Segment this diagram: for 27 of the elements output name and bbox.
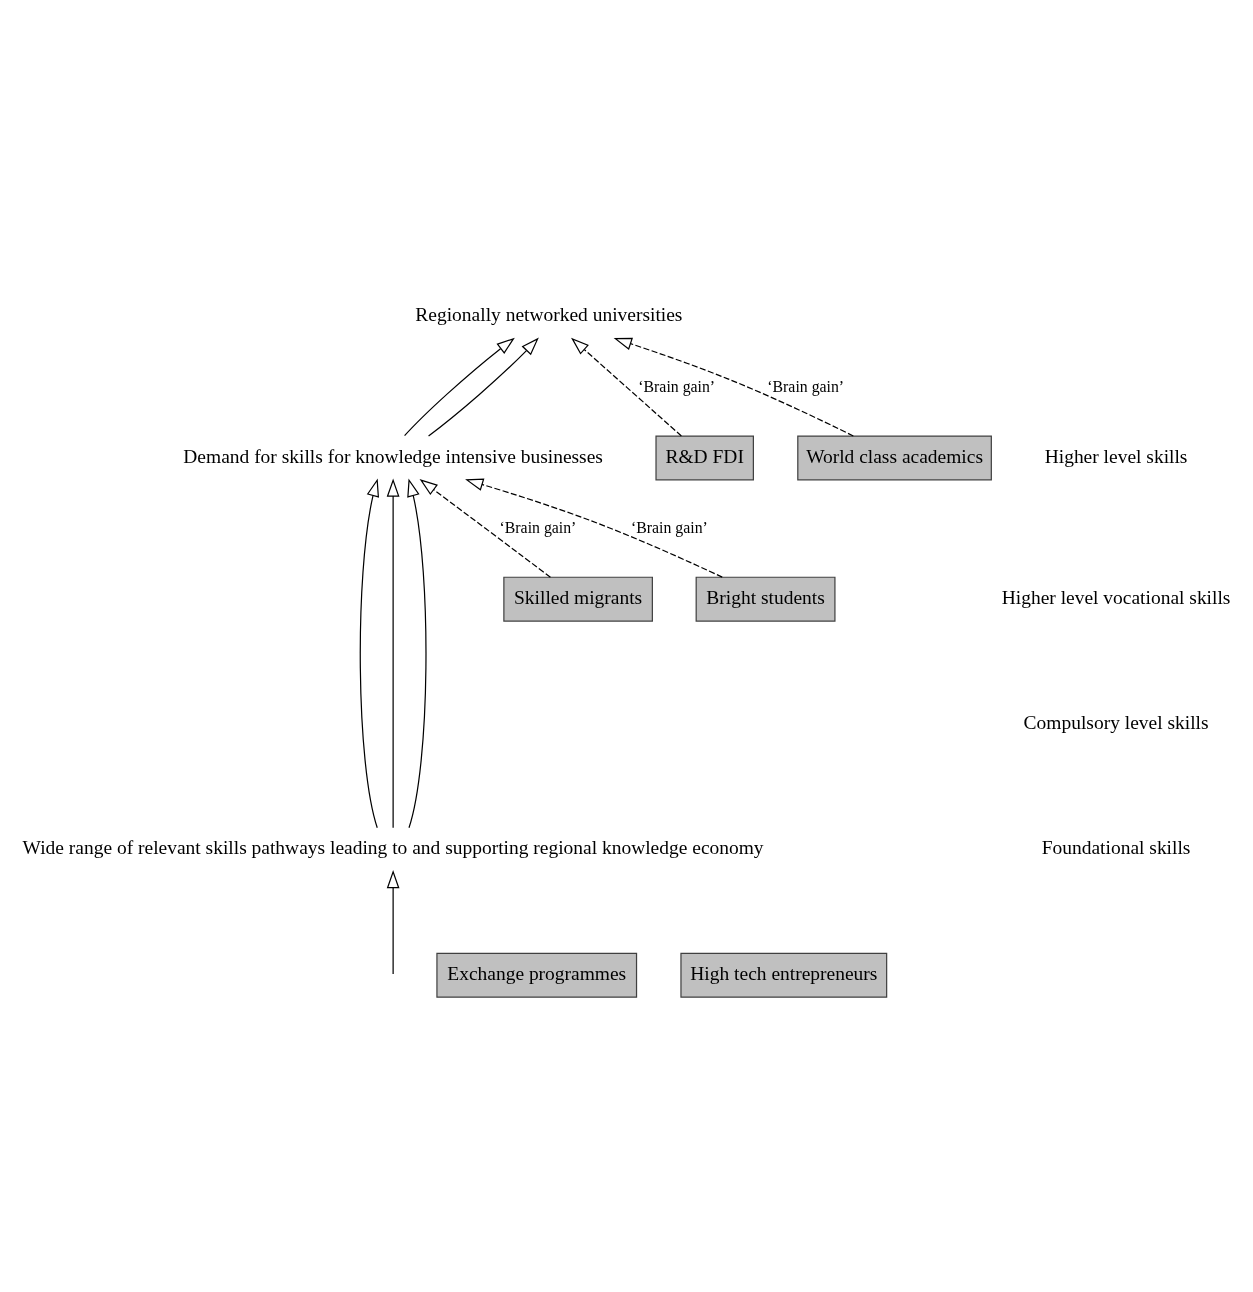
arrow: [386, 870, 400, 975]
arrow: [403, 337, 515, 437]
label: Compulsory level skills: [1023, 712, 1209, 734]
node-box: Bright students: [695, 576, 836, 622]
edge-label: ‘Brain gain’: [630, 518, 708, 536]
label: Higher level skills: [1044, 445, 1188, 467]
node-box: Skilled migrants: [503, 576, 653, 622]
node-box: World class academics: [797, 435, 992, 481]
label: Foundational skills: [1041, 837, 1191, 859]
node-text: Demand for skills for knowledge intensive businesses: [183, 445, 603, 467]
arrow: [465, 478, 723, 578]
node-box: Exchange programmes: [436, 952, 638, 998]
node-text: Wide range of relevant skills pathways leading to and supporting regional knowledge economy: [22, 837, 764, 859]
node-box: R&D FDI: [655, 435, 754, 481]
arrow: [359, 478, 380, 829]
arrow: [419, 479, 552, 578]
arrow: [613, 337, 854, 437]
arrow: [407, 478, 427, 829]
node-text: Regionally networked universities: [415, 304, 683, 326]
edge-label: ‘Brain gain’: [767, 377, 845, 395]
arrow: [386, 478, 400, 829]
arrow: [571, 337, 682, 437]
edge-label: ‘Brain gain’: [638, 377, 716, 395]
label: Higher level vocational skills: [1001, 586, 1231, 608]
edge-label: ‘Brain gain’: [499, 518, 577, 536]
node-box: High tech entrepreneurs: [680, 952, 888, 998]
arrow: [427, 337, 539, 437]
